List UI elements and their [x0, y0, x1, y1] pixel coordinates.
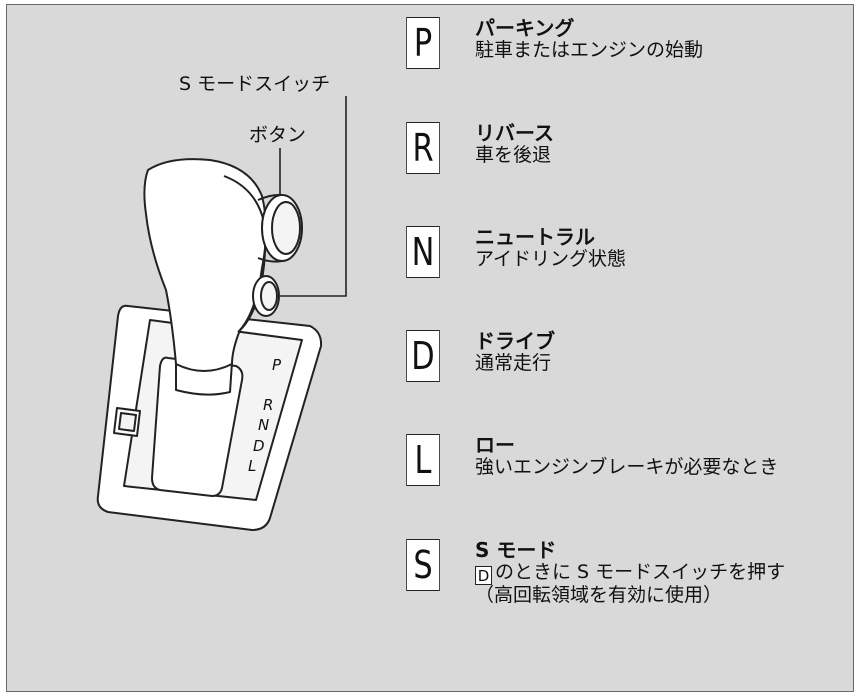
gate-letter-n: N	[258, 416, 269, 434]
mode-description-note: （高回転領域を有効に使用）	[475, 584, 723, 606]
mode-description: 強いエンジンブレーキが必要なとき	[475, 456, 779, 478]
mode-letter-box: D	[406, 330, 440, 382]
gate-letter-l: L	[248, 457, 256, 475]
s-mode-leader-line	[280, 96, 347, 297]
mode-name: S モード	[475, 538, 557, 562]
mode-name: リバース	[475, 121, 554, 145]
mode-letter-box: N	[406, 226, 440, 278]
mode-description: アイドリング状態	[475, 248, 627, 270]
mode-description-text: のときに S モードスイッチを押す	[495, 561, 786, 583]
mode-letter-box: P	[406, 17, 440, 69]
mode-letter-box: L	[406, 434, 440, 486]
shifter-knob	[143, 158, 267, 372]
mode-letter-box: S	[406, 539, 440, 591]
mode-name: ロー	[475, 433, 515, 457]
gate-letter-r: R	[263, 396, 273, 414]
mode-letter-box: R	[406, 122, 440, 174]
button-label: ボタン	[249, 124, 307, 146]
mode-description: 駐車またはエンジンの始動	[475, 39, 704, 61]
mode-name: ドライブ	[475, 329, 555, 353]
gate-letter-p: P	[272, 356, 282, 374]
mode-description: 通常走行	[475, 352, 552, 374]
mode-name: パーキング	[475, 16, 575, 40]
gate-letter-d: D	[253, 437, 265, 455]
s-mode-switch-label: S モードスイッチ	[179, 73, 331, 95]
mode-description: 車を後退	[475, 144, 552, 166]
d-position-box: D	[475, 566, 492, 585]
mode-name: ニュートラル	[475, 225, 595, 249]
